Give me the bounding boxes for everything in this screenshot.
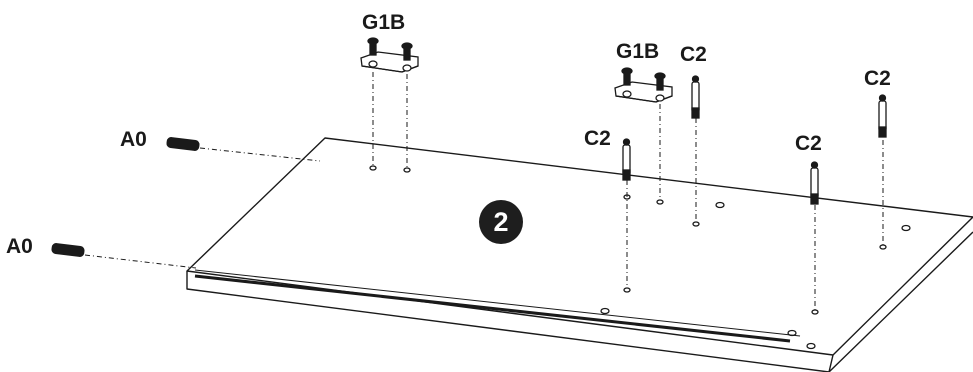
label-a0-top: A0 bbox=[120, 128, 147, 151]
label-a0-bottom: A0 bbox=[6, 235, 33, 258]
c2-pin-2 bbox=[691, 75, 700, 119]
label-g1b-right: G1B bbox=[616, 40, 660, 63]
panel-right-edge bbox=[828, 231, 973, 372]
a0-dowels bbox=[51, 137, 200, 257]
c2-pin-3 bbox=[810, 161, 819, 205]
g1b-fitting-left bbox=[360, 37, 419, 73]
step-number-badge: 2 bbox=[479, 200, 523, 244]
c2-pins bbox=[622, 75, 887, 205]
label-c2-b: C2 bbox=[864, 67, 891, 90]
label-c2-c: C2 bbox=[584, 127, 611, 150]
panel-top-face bbox=[186, 137, 973, 356]
c2-pin-1 bbox=[622, 138, 631, 181]
c2-pin-4 bbox=[878, 94, 887, 138]
label-c2-d: C2 bbox=[795, 132, 822, 155]
guide-lines bbox=[84, 72, 884, 310]
g1b-fitting-right bbox=[614, 67, 673, 103]
panel-front-edge bbox=[186, 271, 830, 372]
a0-dowel-bottom bbox=[51, 243, 85, 257]
panel-groove bbox=[194, 274, 791, 343]
label-g1b-left: G1B bbox=[362, 11, 406, 34]
label-c2-a: C2 bbox=[680, 43, 707, 66]
a0-dowel-top bbox=[166, 137, 200, 151]
